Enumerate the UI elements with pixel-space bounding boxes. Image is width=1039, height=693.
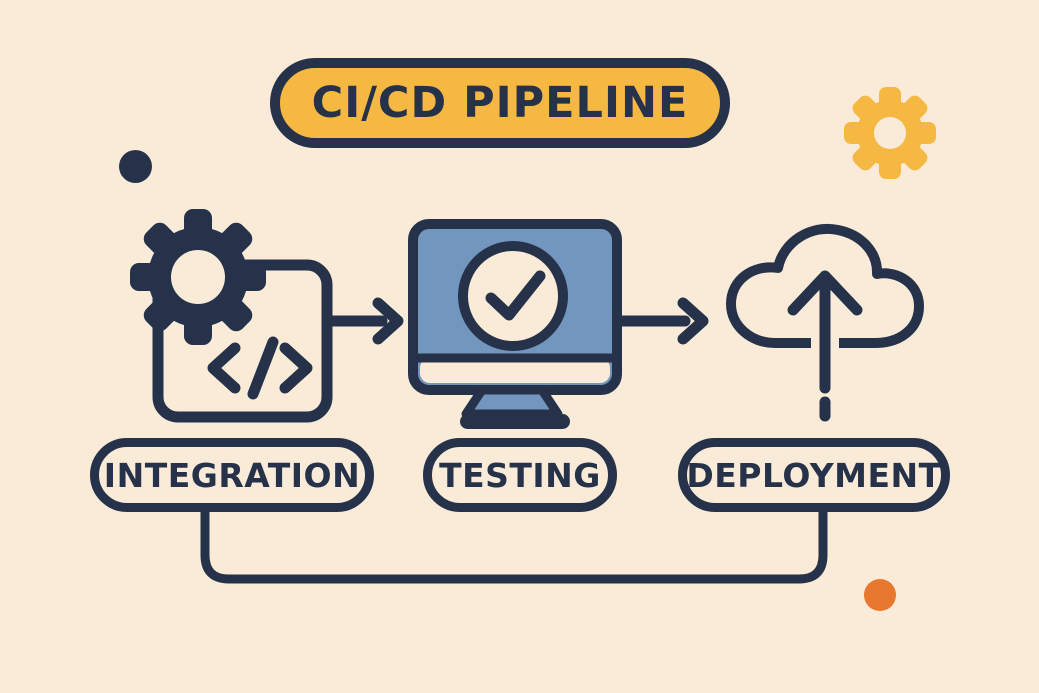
title-pill: CI/CD PIPELINE xyxy=(270,58,730,148)
stage-pill-integration: INTEGRATION xyxy=(90,438,374,512)
deployment-cloud-upload-icon xyxy=(726,223,924,422)
page-title: CI/CD PIPELINE xyxy=(311,78,689,128)
testing-monitor-check-icon xyxy=(408,219,622,429)
stage-pill-deployment: DEPLOYMENT xyxy=(678,438,950,512)
stage-label: TESTING xyxy=(439,455,601,495)
navy-dot-decoration xyxy=(119,150,152,183)
gear-icon xyxy=(130,209,266,345)
integration-gear-code-icon xyxy=(130,209,333,423)
checkmark-icon xyxy=(485,270,546,321)
arrow-right-icon xyxy=(321,297,404,345)
stage-label: INTEGRATION xyxy=(103,455,361,495)
code-glyph xyxy=(207,336,313,400)
arrow-right-icon xyxy=(615,297,709,345)
pipeline-return-connector xyxy=(200,506,828,584)
stage-pill-testing: TESTING xyxy=(423,438,617,512)
orange-dot-decoration xyxy=(864,579,896,611)
stage-label: DEPLOYMENT xyxy=(686,455,942,495)
upload-arrow-icon xyxy=(787,270,863,422)
yellow-gear-icon xyxy=(844,87,936,179)
